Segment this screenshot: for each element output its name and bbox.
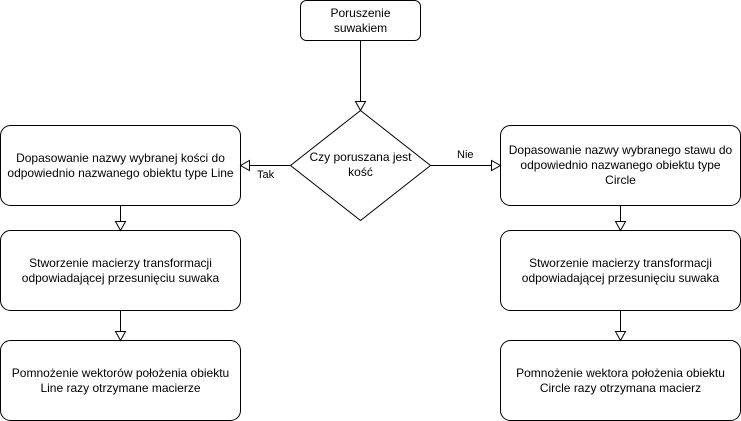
decision-node [289,109,432,222]
right-step2-label: Stworzenie macierzy transformacji odpowi… [521,255,720,285]
arrowhead-left-1-2 [114,221,127,232]
arrowhead-decision-left [239,159,250,172]
arrowhead-decision-right [491,159,502,172]
decision-label: Czy poruszana jest kość [309,150,412,179]
start-label: Poruszenie suwakiem [330,5,391,35]
left-step3-label: Pomnożenie wektorów położenia obiektu Li… [11,365,230,395]
right-step1-label: Dopasowanie nazwy wybranego stawu do odp… [508,143,733,187]
edge-label-yes: Tak [257,169,275,182]
arrowhead-left-2-3 [114,331,127,342]
arrowhead-right-2-3 [614,331,627,342]
left-step1-label: Dopasowanie nazwy wybranej kości do odpo… [7,150,234,180]
arrowhead-right-1-2 [614,221,627,232]
left-step2-label: Stworzenie macierzy transformacji odpowi… [21,255,220,285]
edge-label-no: Nie [457,149,474,162]
arrowhead-start-decision [354,101,367,112]
right-step3-label: Pomnożenie wektora położenia obiektu Cir… [516,365,725,395]
